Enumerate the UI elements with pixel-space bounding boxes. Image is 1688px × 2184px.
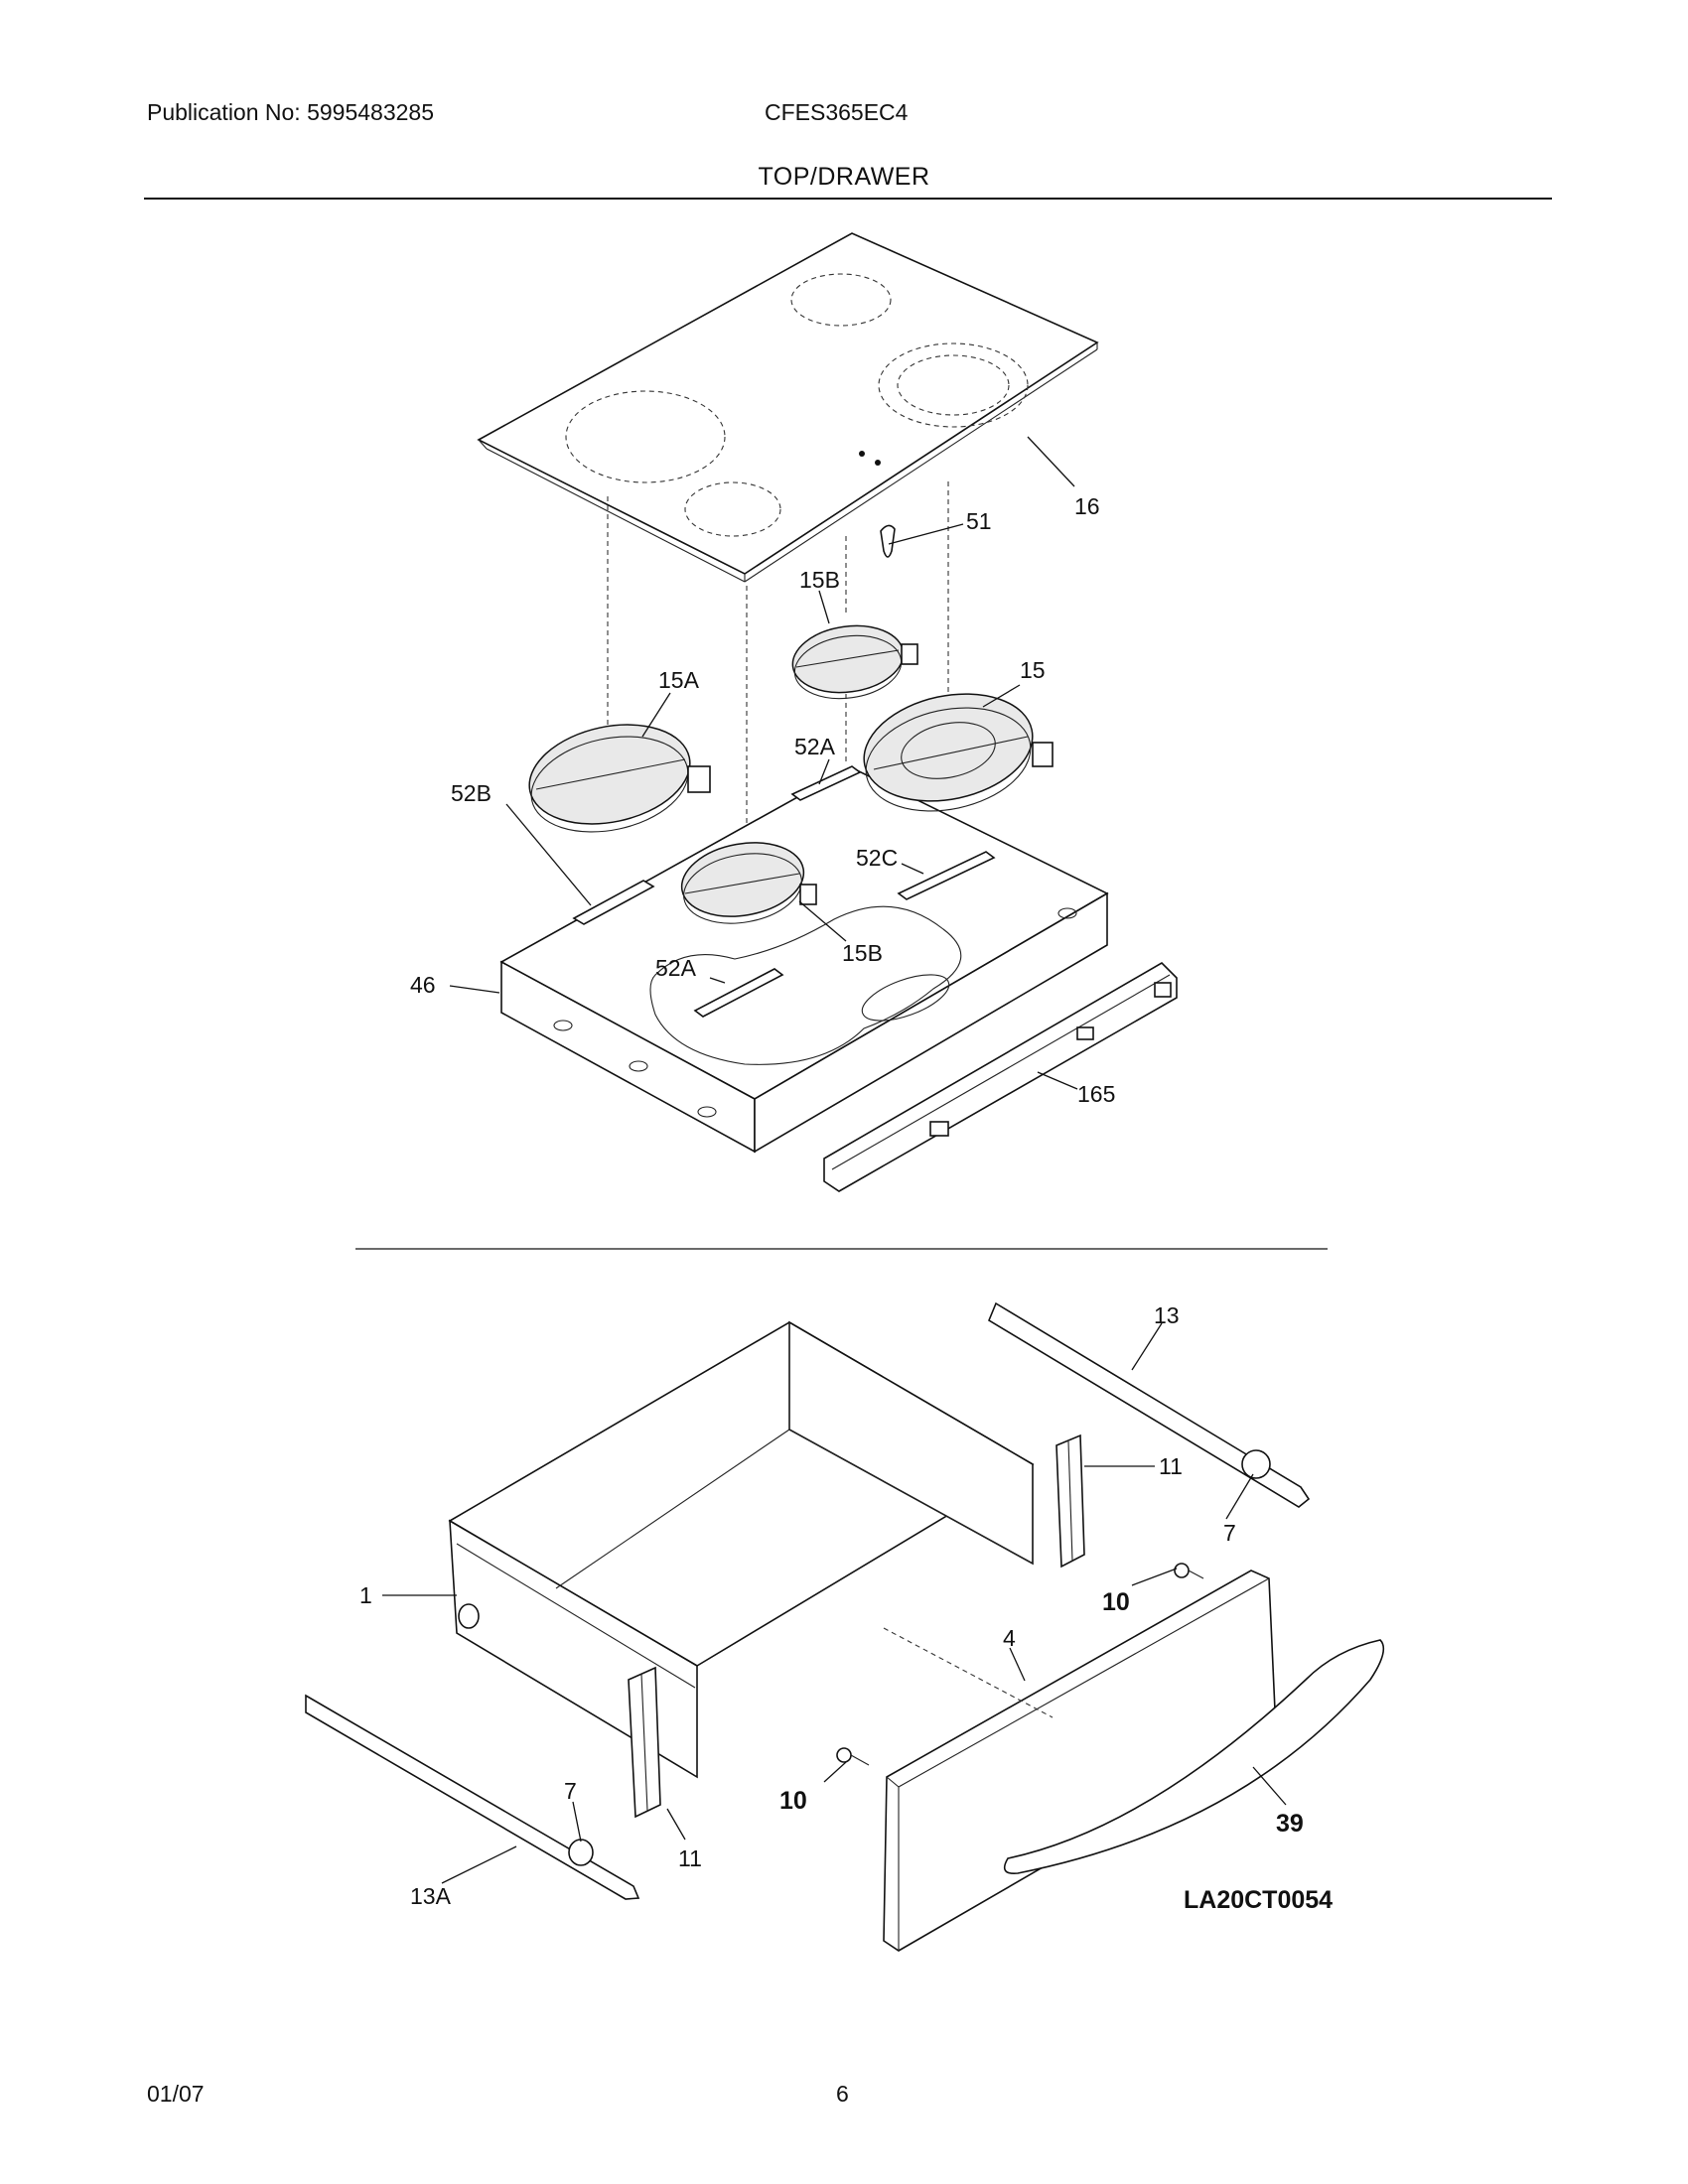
- header-rule: [144, 198, 1552, 200]
- callout-52C: 52C: [856, 845, 898, 871]
- top-leaders: [449, 436, 1078, 1090]
- cooktop-glass: [477, 232, 1099, 583]
- sensor-51: [880, 524, 896, 558]
- element-15: [863, 693, 1054, 812]
- callout-13: 13: [1154, 1302, 1180, 1328]
- section-title: TOP/DRAWER: [758, 163, 930, 191]
- rail-13: [987, 1301, 1311, 1508]
- bracket-11-right: [1055, 1433, 1085, 1569]
- callout-16: 16: [1074, 493, 1100, 519]
- drawer-leaders: [382, 1322, 1287, 1884]
- handle-39: [1003, 1639, 1385, 1875]
- element-15A: [528, 724, 711, 833]
- callout-15A: 15A: [658, 667, 700, 693]
- drawer-body: [448, 1320, 1035, 1779]
- element-15B-rear: [791, 624, 918, 700]
- bracket-52C: [897, 851, 996, 900]
- callout-10-right: 10: [1102, 1588, 1130, 1616]
- callout-15B-rear: 15B: [799, 567, 840, 593]
- rail-13A: [305, 1694, 640, 1900]
- callout-7-right: 7: [1223, 1520, 1236, 1546]
- callout-15B-front: 15B: [842, 940, 883, 966]
- callout-15: 15: [1020, 657, 1046, 683]
- callout-51: 51: [966, 508, 992, 534]
- callout-11-right: 11: [1159, 1453, 1183, 1479]
- diagram-code: LA20CT0054: [1184, 1886, 1333, 1914]
- callout-52B: 52B: [451, 780, 492, 806]
- screw-10-right: [1174, 1563, 1204, 1579]
- main-top-pan: [499, 766, 1109, 1154]
- callout-46: 46: [410, 972, 436, 998]
- bracket-52A-rear: [790, 765, 862, 801]
- callout-39: 39: [1276, 1810, 1304, 1838]
- model-number: CFES365EC4: [765, 99, 909, 125]
- bracket-52A-front: [693, 968, 784, 1018]
- callout-4: 4: [1003, 1625, 1016, 1651]
- callout-1: 1: [359, 1582, 372, 1608]
- element-15B-front: [680, 842, 817, 924]
- bracket-11-left: [628, 1666, 661, 1819]
- page-number: 6: [836, 2081, 849, 2107]
- bracket-52B: [572, 880, 655, 925]
- callout-7-left: 7: [564, 1778, 577, 1804]
- screw-10-left: [836, 1747, 870, 1766]
- callout-165: 165: [1077, 1081, 1115, 1107]
- rear-bracket-165: [823, 961, 1178, 1192]
- callout-10-left: 10: [779, 1787, 807, 1815]
- callout-52A-front: 52A: [655, 955, 697, 981]
- footer-date: 01/07: [147, 2081, 205, 2107]
- callout-13A: 13A: [410, 1883, 452, 1909]
- publication-number: Publication No: 5995483285: [147, 99, 435, 125]
- callout-52A-rear: 52A: [794, 734, 836, 759]
- callout-11-left: 11: [678, 1845, 702, 1871]
